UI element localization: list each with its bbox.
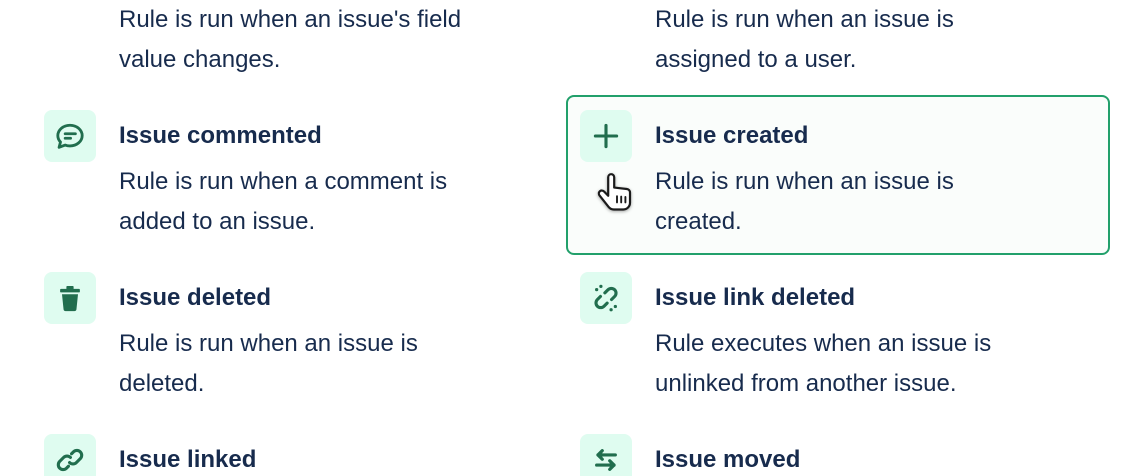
trigger-card-issue-assigned[interactable]: Rule is run when an issue is assigned to… <box>566 0 1110 93</box>
trigger-card-text: Issue deleted Rule is run when an issue … <box>119 272 552 404</box>
link-icon <box>44 434 96 476</box>
trigger-title: Issue linked <box>119 446 257 473</box>
trigger-description: Rule is run when a comment is added to a… <box>119 168 448 235</box>
trigger-card-text: Issue link deleted Rule executes when an… <box>655 272 1096 404</box>
trigger-card-text: Issue linked <box>119 434 552 476</box>
comment-icon <box>44 110 96 162</box>
trigger-card-field-value-changed[interactable]: Rule is run when an issue's field value … <box>30 0 566 93</box>
trigger-card-issue-commented[interactable]: Issue commented Rule is run when a comme… <box>30 95 566 255</box>
trigger-grid: Rule is run when an issue's field value … <box>30 0 1110 476</box>
move-arrows-icon <box>580 434 632 476</box>
trigger-title: Issue created <box>655 122 809 149</box>
plus-icon <box>580 110 632 162</box>
trigger-title: Issue commented <box>119 122 322 149</box>
trigger-card-issue-created[interactable]: Issue created Rule is run when an issue … <box>566 95 1110 255</box>
trigger-card-issue-linked[interactable]: Issue linked <box>30 419 566 476</box>
trigger-card-issue-deleted[interactable]: Issue deleted Rule is run when an issue … <box>30 257 566 417</box>
trigger-description: Rule is run when an issue is assigned to… <box>655 6 954 73</box>
trigger-description: Rule executes when an issue is unlinked … <box>655 330 992 397</box>
trigger-description: Rule is run when an issue is deleted. <box>119 330 418 397</box>
trigger-card-text: Rule is run when an issue is assigned to… <box>655 0 1096 80</box>
broken-link-icon <box>580 272 632 324</box>
trigger-description: Rule is run when an issue is created. <box>655 168 954 235</box>
trigger-description: Rule is run when an issue's field value … <box>119 6 462 73</box>
trigger-card-text: Issue moved <box>655 434 1096 476</box>
trigger-title: Issue deleted <box>119 284 272 311</box>
trash-icon <box>44 272 96 324</box>
trigger-title: Issue link deleted <box>655 284 856 311</box>
trigger-card-text: Issue commented Rule is run when a comme… <box>119 110 552 242</box>
trigger-card-text: Issue created Rule is run when an issue … <box>655 110 1096 242</box>
trigger-title: Issue moved <box>655 446 801 473</box>
trigger-card-issue-link-deleted[interactable]: Issue link deleted Rule executes when an… <box>566 257 1110 417</box>
trigger-card-issue-moved[interactable]: Issue moved <box>566 419 1110 476</box>
trigger-card-text: Rule is run when an issue's field value … <box>119 0 552 80</box>
